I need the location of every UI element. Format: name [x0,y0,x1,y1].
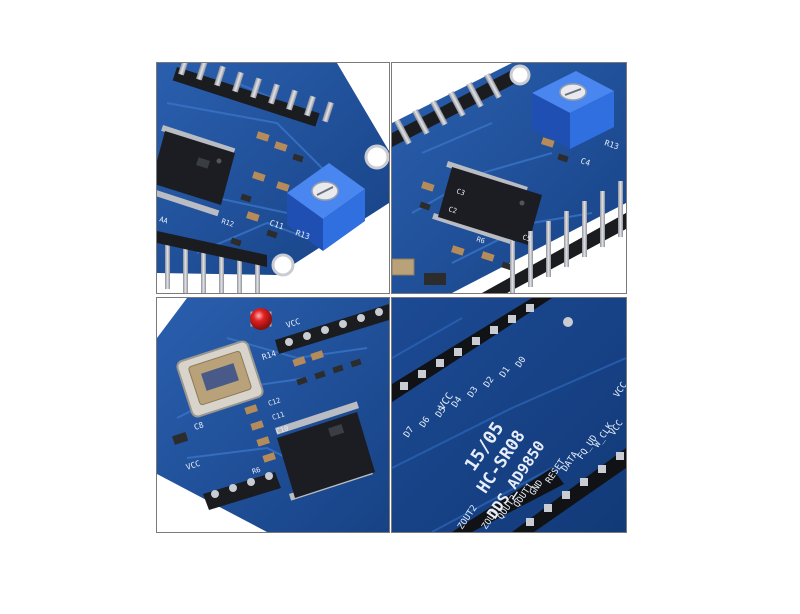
label-c2: C2 [447,205,457,215]
label-r13: R13 [294,228,311,241]
label-c12: C12 [267,396,282,408]
label-c3: C3 [455,187,465,197]
ic-chip [432,161,542,245]
mounting-hole [364,144,389,170]
label-r13: R13 [603,138,620,151]
mounting-hole [271,253,295,277]
header-holes-top [285,308,383,346]
header-pins-bottom [165,239,260,293]
mounting-hole [509,64,531,86]
label-c4: C4 [579,156,591,168]
header-pins-top [394,73,502,145]
header-pins-top [172,63,334,127]
label-r14: R14 [261,349,278,362]
label-c11: C11 [271,410,286,422]
test-pad [563,317,573,327]
crystal-oscillator [392,258,415,276]
photo-panel-bottom-right: VCC 15/05 HC-SR08 DDS_AD9850 D7 D6 D5 D4… [391,297,627,533]
photo-panel-bottom-left: R14 VCC C8 VCC R6 C12 C11 C10 [156,297,390,533]
crystal-oscillator [176,340,264,418]
trimmer-potentiometer [532,71,614,149]
header-pins-bottom [510,181,623,293]
header-holes-right [526,452,624,526]
board-photo-bottom-right: VCC 15/05 HC-SR08 DDS_AD9850 D7 D6 D5 D4… [392,298,626,532]
label-r6: R6 [251,466,261,476]
label-c10: C10 [275,424,290,436]
label-c8: C8 [193,420,205,432]
label-aa: AA [158,215,169,225]
label-c11: C11 [268,218,285,231]
label-vcc-top: VCC [285,317,302,330]
ic-chip [157,125,236,217]
label-vcc-bottom: VCC [185,459,202,472]
label-r6: R6 [475,235,485,245]
header-holes-left [400,304,534,390]
trimmer-potentiometer [287,163,365,251]
smd-component [424,273,446,285]
board-photo-top-left: C11 R13 R12 AA [157,63,389,293]
header-holes-bottom [211,472,273,498]
led-indicator [250,308,272,330]
photo-panel-top-left: C11 R13 R12 AA [156,62,390,294]
board-photo-bottom-left: R14 VCC C8 VCC R6 C12 C11 C10 [157,298,389,532]
label-r12: R12 [220,217,235,229]
board-photo-top-right: C4 R13 C5 R6 C3 C2 [392,63,626,293]
ic-chip [275,401,375,501]
label-c5: C5 [521,233,531,243]
photo-panel-top-right: C4 R13 C5 R6 C3 C2 [391,62,627,294]
